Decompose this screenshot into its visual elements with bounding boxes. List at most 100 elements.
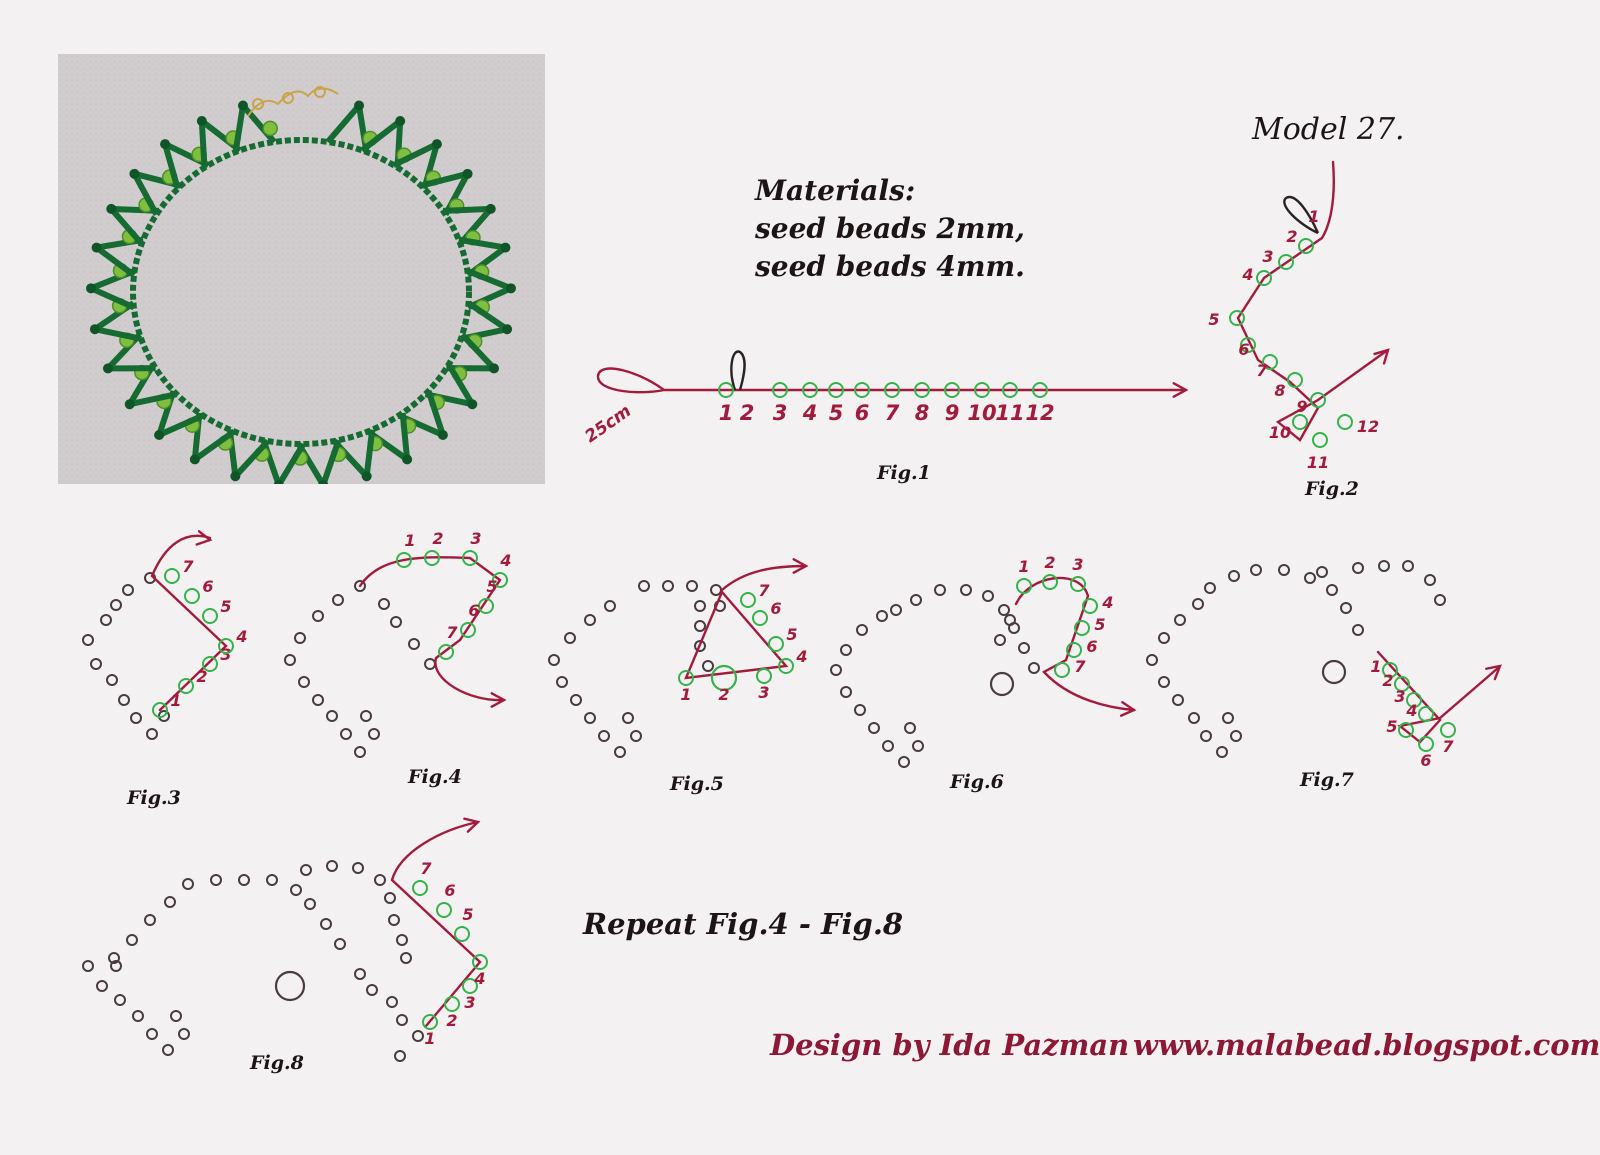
old-bead bbox=[354, 580, 366, 592]
old-bead bbox=[290, 884, 302, 896]
old-bead bbox=[238, 874, 250, 886]
step-number: 8 bbox=[915, 401, 930, 425]
necklace-tip-bead bbox=[189, 454, 200, 465]
new-bead bbox=[472, 954, 488, 970]
step-number: 1 bbox=[680, 685, 691, 704]
necklace-tip-bead bbox=[124, 399, 135, 410]
necklace-tip-bead bbox=[361, 471, 372, 482]
old-bead bbox=[1028, 662, 1040, 674]
step-number: 8 bbox=[1274, 381, 1285, 400]
old-bead bbox=[1278, 564, 1290, 576]
new-bead bbox=[202, 608, 218, 624]
old-bead bbox=[1158, 632, 1170, 644]
new-bead bbox=[1337, 414, 1353, 430]
necklace-tip-bead bbox=[395, 116, 406, 127]
necklace-tip-bead bbox=[467, 399, 478, 410]
materials-line-2: seed beads 4mm. bbox=[755, 250, 1025, 283]
new-bead bbox=[422, 1014, 438, 1030]
large-bead bbox=[710, 664, 738, 692]
new-bead bbox=[678, 670, 694, 686]
step-number: 4 bbox=[1405, 701, 1417, 720]
new-bead bbox=[444, 996, 460, 1012]
designer-credit: Design by Ida Pazman bbox=[770, 1028, 1130, 1062]
old-bead bbox=[388, 914, 400, 926]
old-bead bbox=[298, 676, 310, 688]
step-number: 5 bbox=[220, 597, 231, 616]
step-number: 11 bbox=[1307, 453, 1329, 472]
thread-path bbox=[596, 367, 1188, 394]
step-number: 6 bbox=[1086, 637, 1097, 656]
old-bead bbox=[982, 590, 994, 602]
step-number: 4 bbox=[1101, 593, 1113, 612]
new-bead bbox=[752, 610, 768, 626]
step-number: 1 bbox=[1018, 557, 1029, 576]
new-bead bbox=[884, 382, 900, 398]
old-bead bbox=[584, 712, 596, 724]
step-number: 3 bbox=[464, 993, 475, 1012]
fig3-label: Fig.3 bbox=[127, 787, 181, 809]
old-bead bbox=[312, 694, 324, 706]
step-number: 2 bbox=[432, 529, 443, 548]
old-bead bbox=[378, 598, 390, 610]
new-bead bbox=[478, 598, 494, 614]
step-number: 1 bbox=[719, 401, 734, 425]
old-bead bbox=[1352, 624, 1364, 636]
new-bead bbox=[718, 382, 734, 398]
old-bead bbox=[162, 1044, 174, 1056]
necklace-tip-bead bbox=[154, 430, 165, 441]
old-bead bbox=[144, 914, 156, 926]
thread-path bbox=[1236, 160, 1387, 442]
new-bead bbox=[1032, 382, 1048, 398]
old-bead bbox=[1188, 712, 1200, 724]
step-number: 4 bbox=[473, 969, 485, 988]
new-bead bbox=[802, 382, 818, 398]
old-bead bbox=[1326, 584, 1338, 596]
old-bead bbox=[840, 686, 852, 698]
step-number: 3 bbox=[470, 529, 481, 548]
old-bead bbox=[904, 722, 916, 734]
step-number: 3 bbox=[773, 401, 788, 425]
old-bead bbox=[100, 614, 112, 626]
old-bead bbox=[182, 878, 194, 890]
new-bead bbox=[218, 638, 234, 654]
old-bead bbox=[146, 1028, 158, 1040]
new-bead bbox=[1070, 576, 1086, 592]
step-number: 12 bbox=[1357, 417, 1379, 436]
step-number: 6 bbox=[202, 577, 213, 596]
necklace-tip-bead bbox=[318, 479, 329, 484]
step-number: 3 bbox=[220, 645, 231, 664]
old-bead bbox=[424, 658, 436, 670]
necklace-tip-bead bbox=[500, 242, 511, 253]
new-bead bbox=[436, 902, 452, 918]
old-bead bbox=[396, 1014, 408, 1026]
old-bead bbox=[570, 694, 582, 706]
old-bead bbox=[82, 634, 94, 646]
old-bead bbox=[598, 730, 610, 742]
arrow-head bbox=[792, 558, 809, 574]
old-bead bbox=[1192, 598, 1204, 610]
new-bead bbox=[412, 880, 428, 896]
necklace-tip-bead bbox=[502, 324, 513, 335]
step-number: 7 bbox=[1442, 737, 1454, 756]
old-bead bbox=[394, 1050, 406, 1062]
old-bead bbox=[710, 584, 722, 596]
new-bead bbox=[424, 550, 440, 566]
new-bead bbox=[1082, 598, 1098, 614]
new-bead bbox=[396, 552, 412, 568]
step-number: 5 bbox=[829, 401, 844, 425]
old-bead bbox=[614, 746, 626, 758]
old-bead bbox=[1378, 560, 1390, 572]
new-bead bbox=[1287, 372, 1303, 388]
materials-list: Materials: seed beads 2mm, seed beads 4m… bbox=[755, 172, 1025, 286]
old-bead bbox=[386, 996, 398, 1008]
old-bead bbox=[694, 640, 706, 652]
old-bead bbox=[1158, 676, 1170, 688]
old-bead bbox=[384, 892, 396, 904]
materials-line-1: seed beads 2mm, bbox=[755, 212, 1025, 245]
